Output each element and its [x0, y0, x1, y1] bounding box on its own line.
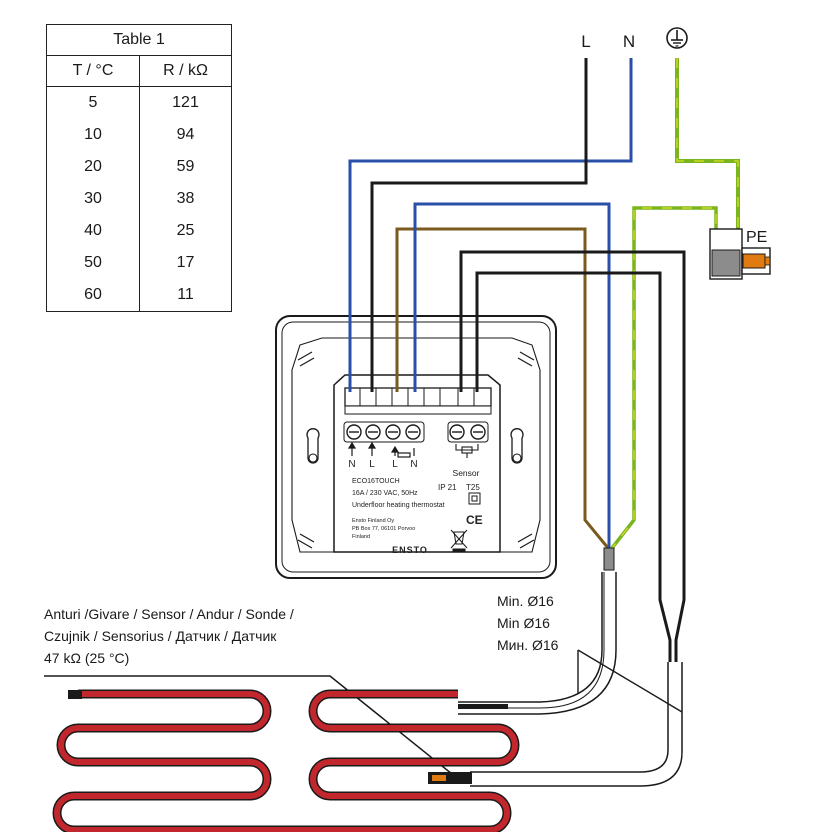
table-cell-resistance: 25	[139, 215, 232, 247]
mounting-screw-slot-icon	[297, 351, 535, 549]
pe-terminal	[709, 228, 771, 280]
double-insulation-icon	[468, 492, 481, 505]
rating-text: 16A / 230 VAC, 50Hz	[352, 490, 418, 497]
terminal-arrow-icon	[347, 441, 415, 458]
sensor-terminal-label: Sensor	[453, 468, 480, 478]
table-cell-temperature: 20	[46, 151, 140, 183]
model-text: ECO16TOUCH	[352, 478, 400, 485]
cable-earth-wire	[610, 206, 718, 550]
terminal-label-n: N	[348, 459, 355, 470]
table-header-temperature: T / °C	[46, 55, 140, 87]
neutral-supply-wire	[348, 58, 633, 392]
table-cell-resistance: 94	[139, 119, 232, 151]
table-cell-temperature: 10	[46, 119, 140, 151]
thermostat: N L L N Sensor ECO16TOUCH 16A / 230 VAC,…	[275, 315, 557, 579]
ce-mark: CE	[466, 513, 483, 527]
supply-neutral-label: N	[623, 32, 635, 51]
table-cell-resistance: 38	[139, 183, 232, 215]
terminal-label-l: L	[369, 459, 375, 470]
temperature-class-text: T25	[466, 483, 480, 492]
conduit-label: Min Ø16	[497, 615, 550, 631]
table-cell-temperature: 60	[46, 279, 140, 312]
address-text: PB Box 77, 06101 Porvoo	[352, 526, 415, 532]
earth-supply-wire	[675, 58, 740, 236]
weee-bin-icon	[450, 529, 468, 552]
supply-line-label: L	[581, 32, 590, 51]
table-header-resistance: R / kΩ	[139, 55, 232, 87]
table-cell-resistance: 59	[139, 151, 232, 183]
description-text: Underfloor heating thermostat	[352, 502, 445, 509]
load-neutral-wire	[413, 202, 611, 548]
sensor-wire-1	[459, 250, 686, 662]
sensor-symbol-icon	[455, 444, 479, 458]
table-cell-resistance: 17	[139, 247, 232, 279]
terminal-label-load-l: L	[392, 459, 398, 470]
thermostat-module	[333, 374, 501, 553]
sensor-caption-line3: 47 kΩ (25 °C)	[44, 650, 129, 666]
earth-ground-icon	[666, 27, 688, 49]
sensor-callout-line	[44, 675, 453, 775]
heating-cable-conduit	[458, 572, 603, 703]
sensor-wire-2	[475, 271, 672, 662]
brand-logo: ENSTO	[392, 545, 428, 555]
cable-joint	[603, 547, 615, 571]
sensor-caption-line2: Czujnik / Sensorius / Датчик / Датчик	[44, 628, 277, 644]
table-cell-temperature: 40	[46, 215, 140, 247]
keyhole-slot-icon	[306, 428, 524, 464]
table-cell-resistance: 121	[139, 86, 232, 119]
ip-rating-text: IP 21	[438, 483, 457, 492]
line-supply-wire	[370, 58, 588, 392]
table-caption: Table 1	[46, 24, 232, 56]
terminal-label-load-n: N	[410, 459, 417, 470]
heating-cable	[52, 689, 520, 832]
sensor-caption-line1: Anturi /Givare / Sensor / Andur / Sonde …	[44, 606, 294, 622]
load-line-wire	[395, 227, 610, 549]
country-text: Finland	[352, 534, 370, 540]
table-cell-resistance: 11	[139, 279, 232, 312]
pe-label: PE	[746, 229, 767, 246]
manufacturer-text: Ensto Finland Oy	[352, 518, 394, 524]
floor-sensor	[428, 772, 472, 784]
sensor-conduit	[470, 662, 669, 773]
cable-cold-tail	[458, 704, 508, 709]
conduit-label: Min. Ø16	[497, 593, 554, 609]
table-cell-temperature: 30	[46, 183, 140, 215]
cable-end-cap	[68, 690, 82, 699]
terminal-block	[344, 387, 492, 407]
conduit-label: Мин. Ø16	[497, 637, 559, 653]
